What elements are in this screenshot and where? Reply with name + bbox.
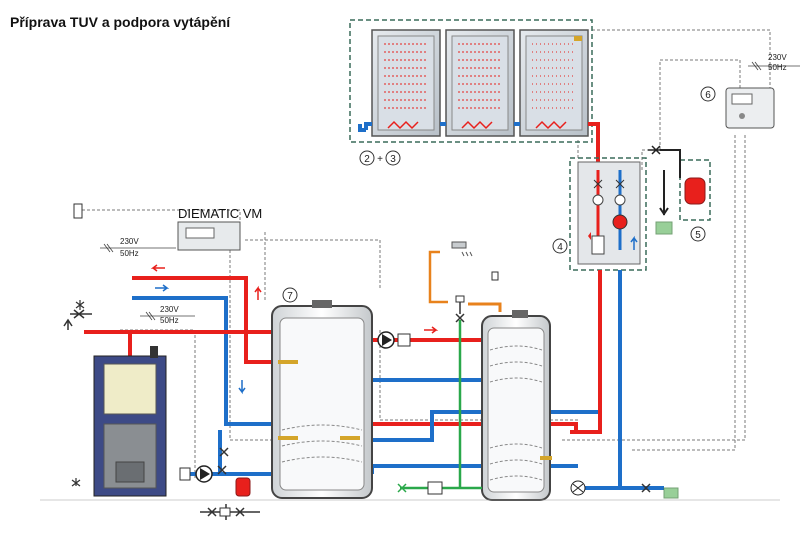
controller-label: DIEMATIC VM (178, 206, 262, 221)
diagram-title: Příprava TUV a podpora vytápění (10, 14, 231, 30)
power-label-diematic: 230V 50Hz (100, 237, 176, 258)
expansion-vessel (648, 145, 706, 235)
callout-collectors: 2 + 3 (359, 150, 401, 166)
dhw-mixing-group (428, 241, 502, 323)
solar-collector-3 (519, 29, 589, 137)
cold-water-supply (397, 320, 482, 495)
dhw-circulation-pump (377, 331, 411, 349)
svg-text:50Hz: 50Hz (768, 63, 787, 72)
svg-text:230V: 230V (160, 305, 179, 314)
svg-text:2: 2 (364, 154, 370, 165)
svg-text:6: 6 (705, 90, 711, 101)
svg-text:7: 7 (287, 291, 293, 302)
svg-text:230V: 230V (120, 237, 139, 246)
heating-circuit-pipes (84, 270, 664, 490)
boiler-pump-group (179, 447, 251, 497)
solar-pump-station (577, 161, 641, 265)
power-label-boiler: 230V 50Hz (140, 305, 195, 325)
expansion-vessel-frame (679, 159, 711, 221)
svg-text:50Hz: 50Hz (160, 316, 179, 325)
svg-text:50Hz: 50Hz (120, 249, 139, 258)
svg-text:+: + (377, 154, 383, 165)
boiler-safety-valve (63, 300, 92, 487)
svg-text:3: 3 (390, 154, 396, 165)
callout-expansion-vessel: 5 (690, 226, 706, 242)
collector-flow-pipe (588, 122, 600, 178)
callout-solar-controller: 6 (700, 86, 716, 102)
pump-station-frame (569, 157, 647, 271)
svg-text:4: 4 (557, 242, 563, 253)
boiler (93, 346, 167, 497)
cold-water-inlet-valves (200, 504, 260, 520)
hot-water-tank (481, 310, 552, 501)
buffer-tank (271, 300, 373, 499)
callout-pump-station: 4 (552, 238, 568, 254)
diematic-vm-controller: DIEMATIC VM (177, 206, 262, 251)
svg-text:230V: 230V (768, 53, 787, 62)
solar-collector-1 (371, 29, 441, 137)
outdoor-sensor (73, 203, 83, 219)
solar-collector-2 (445, 29, 515, 137)
svg-text:5: 5 (695, 230, 701, 241)
collector-group-frame (349, 19, 593, 143)
flow-arrows (150, 235, 638, 395)
solar-mixing-valve (570, 480, 679, 499)
callout-buffer-tank: 7 (282, 287, 298, 303)
power-label-controller: 230V 50Hz (748, 53, 800, 72)
solar-controller (725, 87, 775, 129)
